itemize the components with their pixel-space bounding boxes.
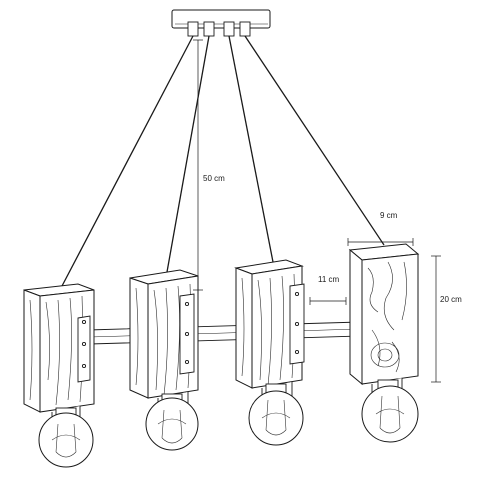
dimension-block-height: 20 cm [431,255,462,383]
wood-block-3 [234,259,305,401]
dimension-side-width: 11 cm [309,275,347,305]
cord-3 [228,35,274,263]
label-block-height: 20 cm [440,295,462,304]
label-side-width: 11 cm [318,275,340,284]
dimension-cord-length: 50 cm [193,39,225,291]
wood-block-2 [129,269,199,411]
label-cord-length: 50 cm [203,174,225,183]
bulb-1 [38,407,94,468]
wood-block-1 [23,283,95,425]
bulb-3 [248,383,304,446]
bulb-4 [361,379,419,443]
cord-2 [166,35,210,273]
cord-4 [244,35,385,246]
dimension-top-width: 9 cm [347,211,414,246]
wood-block-4 [348,243,420,397]
suspension-cords [61,35,385,287]
connecting-bar [87,321,363,345]
ceiling-canopy [171,9,271,37]
bulb-2 [145,393,199,451]
label-top-width: 9 cm [380,211,398,220]
cord-1 [61,35,194,287]
